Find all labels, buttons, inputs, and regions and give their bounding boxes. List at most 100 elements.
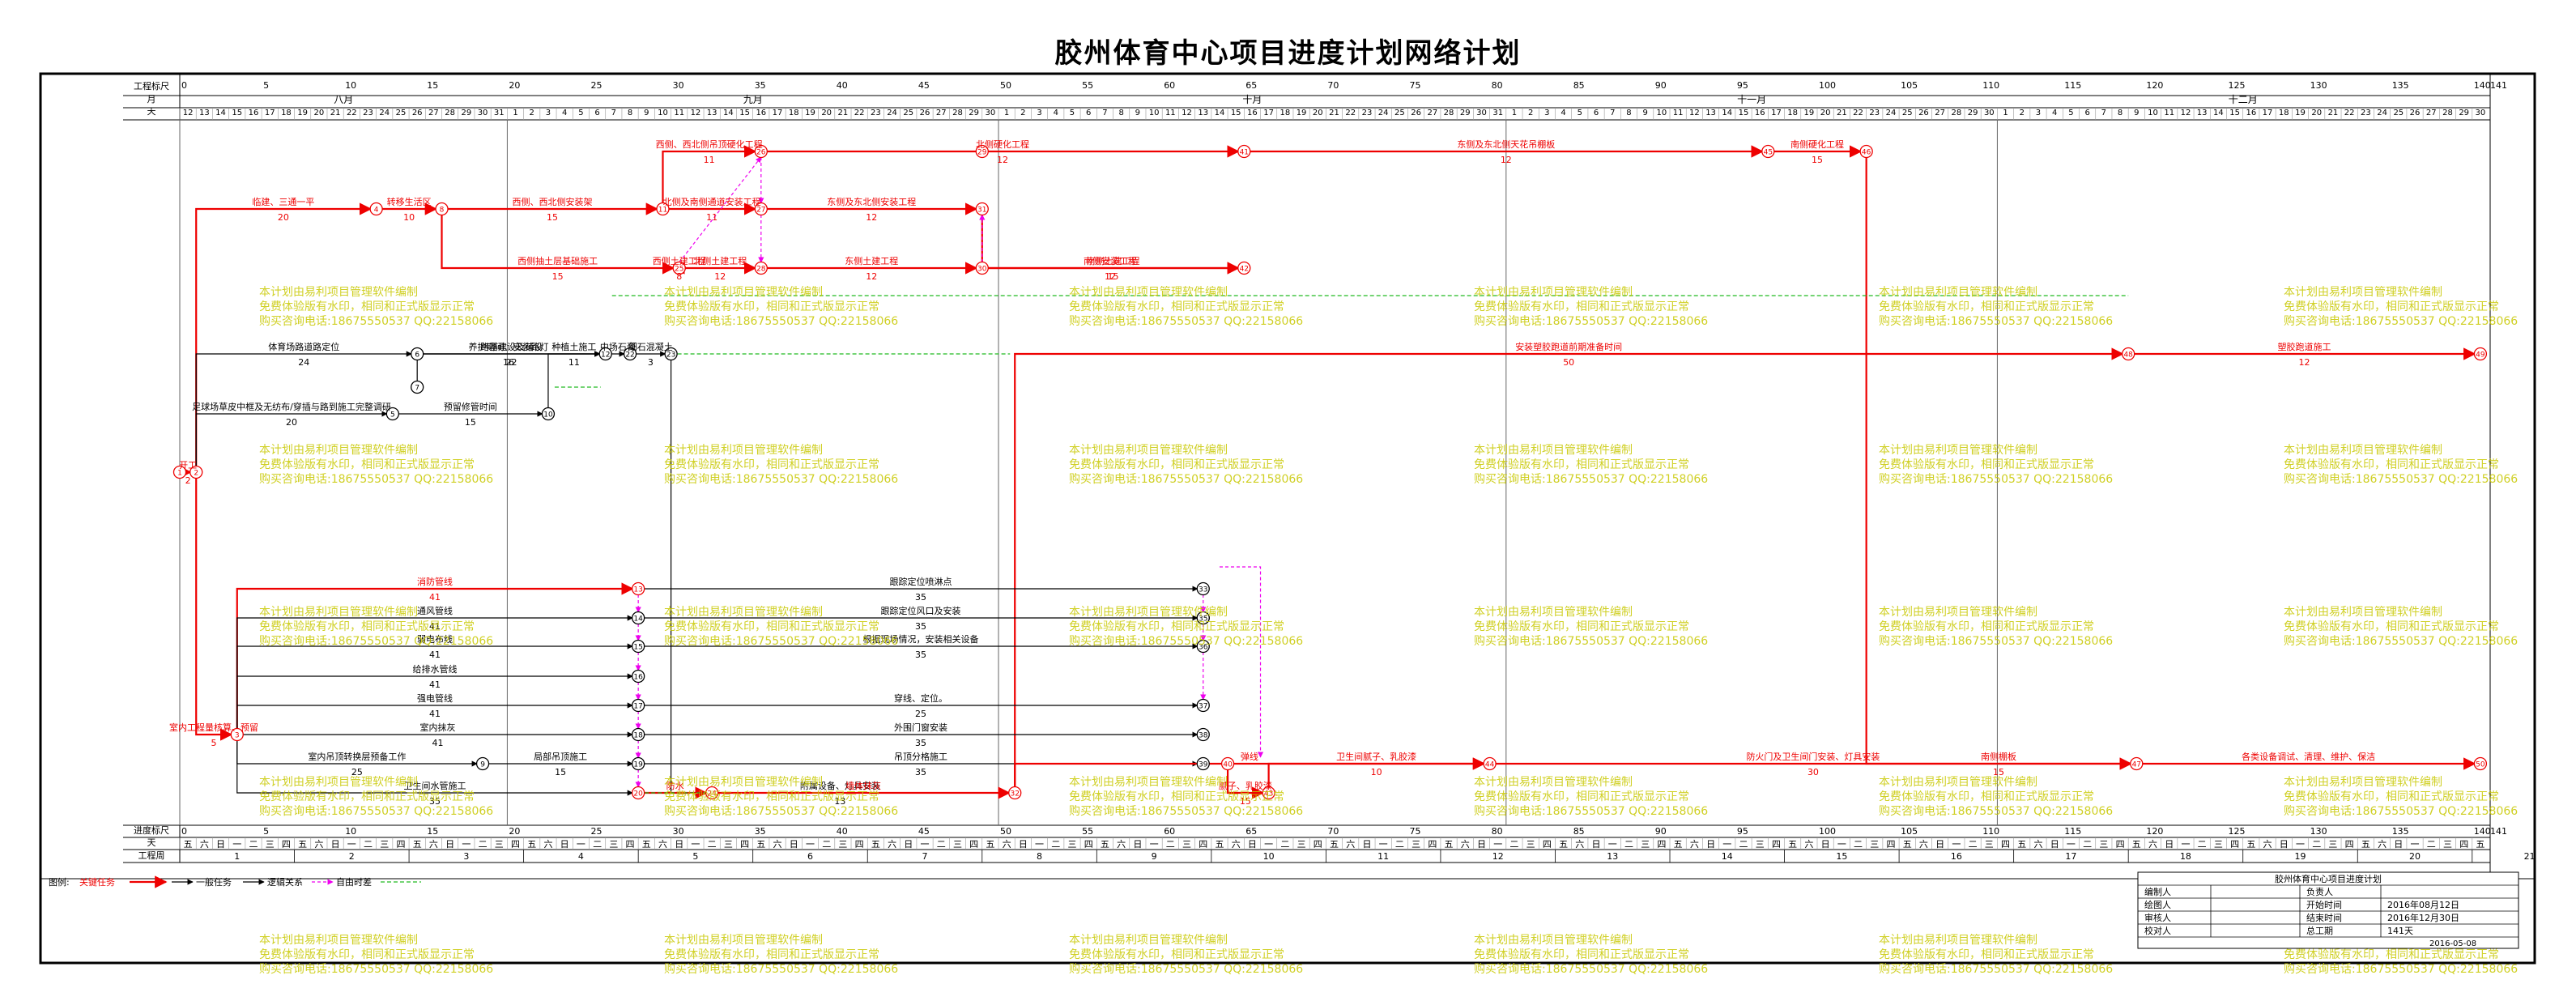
weekday-label: 日 [216,839,225,850]
scale-tick-label: 70 [1327,826,1339,837]
event-node [435,202,449,216]
weekday-label: 日 [1248,839,1257,850]
task-label: 弹线 [1241,751,1258,762]
task-duration: 2 [185,475,191,486]
day-label: 14 [1215,109,1225,117]
watermark-text: 本计划由易利项目管理软件编制 [1069,286,1228,299]
weekday-label: 三 [2443,839,2452,850]
day-label: 11 [1165,109,1176,117]
event-node-number: 26 [756,149,766,157]
legend: 图例:关键任务一般任务逻辑关系自由时差 [49,875,421,888]
day-label: 19 [1804,109,1815,117]
event-node-number: 11 [658,207,667,215]
weekday-label: 三 [266,839,275,850]
task-duration: 15 [552,271,564,282]
day-label: 28 [1952,109,1962,117]
scale-tick-label: 30 [673,826,684,837]
watermark-text: 本计划由易利项目管理软件编制 [1474,934,1633,947]
watermark-text: 免费体验版有水印，相同和正式版显示正常 [1069,948,1284,961]
day-label: 15 [1231,109,1241,117]
watermark-text: 本计划由易利项目管理软件编制 [259,606,418,619]
scale-tick-label: 100 [1819,826,1836,837]
task-label: 腻子、乳胶漆 [1219,780,1272,791]
info-date: 2016-05-08 [2429,939,2476,948]
weekday-label: 一 [1379,839,1388,850]
day-label: 24 [887,109,897,117]
legend-normal-label: 一般任务 [196,877,232,888]
day-label: 8 [1118,109,1123,117]
week-label: 12 [1492,851,1504,862]
day-label: 18 [789,109,799,117]
day-label: 15 [2229,109,2240,117]
task-duration: 41 [429,592,441,603]
link-arrow [671,360,1010,796]
day-label: 18 [2279,109,2289,117]
scale-tick-label: 110 [1982,80,1999,91]
day-label: 30 [478,109,488,117]
weekday-label: 六 [2148,839,2157,850]
scale-tick-label: 55 [1082,80,1093,91]
weekday-label: 四 [1428,839,1437,850]
weekday-label: 二 [937,839,946,850]
weekday-label: 六 [1232,839,1241,850]
weekday-label: 三 [1411,839,1420,850]
watermark-text: 购买咨询电话:18675550537 QQ:22158066 [1474,963,1708,976]
watermark-text: 本计划由易利项目管理软件编制 [259,286,418,299]
weekday-label: 五 [756,839,765,850]
event-node [541,407,556,421]
event-node-number: 35 [1199,616,1207,624]
day-label: 15 [1739,109,1749,117]
watermark-text: 免费体验版有水印，相同和正式版显示正常 [1474,948,1689,961]
day-label: 9 [1643,109,1648,117]
watermark-text: 本计划由易利项目管理软件编制 [1069,606,1228,619]
watermark-text: 购买咨询电话:18675550537 QQ:22158066 [664,315,898,328]
event-node [475,756,490,771]
weekday-label: 六 [429,839,438,850]
task-label: 卫生间腻子、乳胶漆 [1336,751,1416,762]
task-duration: 41 [432,738,443,748]
scale-tick-label: 125 [2229,826,2246,837]
day-label: 4 [1561,109,1565,117]
watermark-text: 购买咨询电话:18675550537 QQ:22158066 [1879,635,2113,648]
day-label: 13 [2197,109,2208,117]
task-duration: 11 [568,357,580,368]
event-node [1220,756,1235,771]
day-label: 2 [1020,109,1025,117]
day-label: 6 [2084,109,2089,117]
watermark-text: 本计划由易利项目管理软件编制 [2284,286,2442,299]
weekday-label: 一 [577,839,585,850]
week-label: 14 [1722,851,1733,862]
scale-tick-label: 85 [1573,80,1585,91]
weekday-label: 日 [790,839,798,850]
task-label: 养护期间、安装路灯 [468,341,548,352]
task-duration: 12 [714,271,726,282]
event-node [2122,347,2135,361]
weekday-label: 一 [1837,839,1846,850]
weekday-label: 四 [969,839,978,850]
task-label: 强电管线 [417,692,453,704]
watermark-text: 本计划由易利项目管理软件编制 [664,444,823,457]
event-node [369,202,383,216]
weekday-label: 三 [1641,839,1650,850]
weekday-label: 六 [1919,839,1928,850]
day-label: 1 [2003,109,2008,117]
day-label: 18 [1787,109,1798,117]
day-label: 26 [1918,109,1929,117]
watermark-text: 购买咨询电话:18675550537 QQ:22158066 [259,635,493,648]
weekday-label: 五 [642,839,651,850]
day-label: 29 [2459,109,2469,117]
weekday-label: 二 [822,839,831,850]
day-label: 17 [2263,109,2273,117]
task-label: 跟踪定位风口及安装 [880,605,960,616]
weekday-label: 三 [1526,839,1535,850]
row-label: 天 [147,106,156,117]
day-label: 16 [1755,109,1765,117]
weekday-label: 五 [871,839,880,850]
task-duration: 12 [1501,155,1512,165]
watermark-text: 本计划由易利项目管理软件编制 [664,286,823,299]
day-label: 28 [445,109,455,117]
watermark-text: 本计划由易利项目管理软件编制 [1474,286,1633,299]
watermark: 本计划由易利项目管理软件编制免费体验版有水印，相同和正式版显示正常购买咨询电话:… [259,286,2518,976]
month-label: 十月 [1242,94,1262,105]
